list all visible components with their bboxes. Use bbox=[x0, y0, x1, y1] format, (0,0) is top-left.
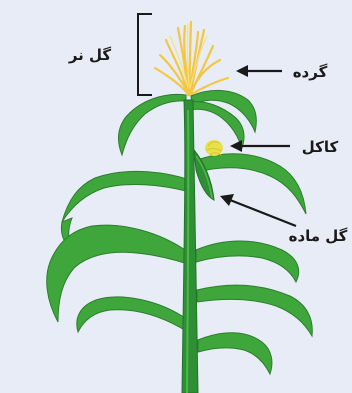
leaves bbox=[47, 90, 313, 374]
silk-label: کاکل bbox=[302, 138, 339, 156]
stem bbox=[182, 100, 198, 393]
pointer-arrows bbox=[220, 65, 296, 226]
male-flower-bracket bbox=[138, 14, 152, 95]
tassel-highlights bbox=[170, 24, 207, 88]
female-flower-label: گل ماده bbox=[289, 227, 348, 245]
male-flower-label: گل نر bbox=[68, 46, 112, 64]
pollen-label: گرده bbox=[293, 63, 328, 81]
silk bbox=[205, 140, 223, 156]
